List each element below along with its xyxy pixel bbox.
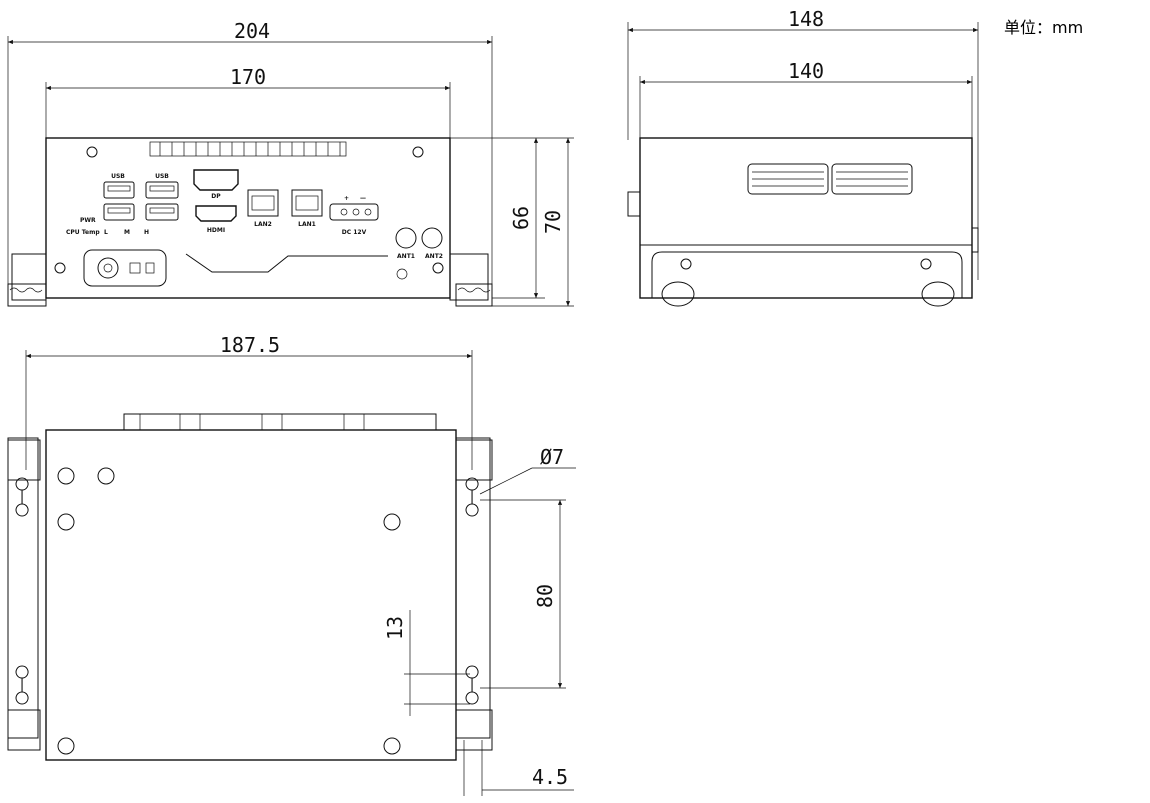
- cpu-temp-label: CPU Temp: [66, 229, 100, 236]
- dim-4-5: 4.5: [532, 765, 568, 789]
- usb1-label: USB: [111, 173, 125, 180]
- lan1-label: LAN1: [298, 221, 316, 228]
- dim-66: 66: [509, 206, 533, 230]
- ant1-label: ANT1: [397, 253, 415, 260]
- dc-minus: —: [360, 195, 366, 202]
- dim-170: 170: [230, 65, 266, 89]
- ant2-label: ANT2: [425, 253, 443, 260]
- pwr-label: PWR: [80, 217, 96, 224]
- front-view: 204 170 USB USB: [7, 19, 574, 307]
- dim-80: 80: [533, 584, 557, 608]
- dim-70: 70: [541, 210, 565, 234]
- dim-187-5: 187.5: [220, 333, 280, 357]
- temp-m: M: [124, 229, 130, 236]
- temp-l: L: [104, 229, 108, 236]
- bottom-view: 187.5 Ø7 80 13: [7, 333, 576, 796]
- temp-h: H: [144, 229, 149, 236]
- dim-204: 204: [234, 19, 270, 43]
- dp-label: DP: [211, 193, 221, 200]
- dim-148: 148: [788, 7, 824, 31]
- dc-plus: +: [344, 195, 349, 202]
- hdmi-label: HDMI: [207, 227, 225, 234]
- unit-label: 单位：mm: [1004, 18, 1084, 37]
- dim-phi7: Ø7: [540, 445, 564, 469]
- usb2-label: USB: [155, 173, 169, 180]
- dim-140: 140: [788, 59, 824, 83]
- dim-13: 13: [383, 616, 407, 640]
- dc-label: DC 12V: [342, 229, 367, 236]
- side-view: 148 140: [627, 7, 979, 307]
- lan2-label: LAN2: [254, 221, 272, 228]
